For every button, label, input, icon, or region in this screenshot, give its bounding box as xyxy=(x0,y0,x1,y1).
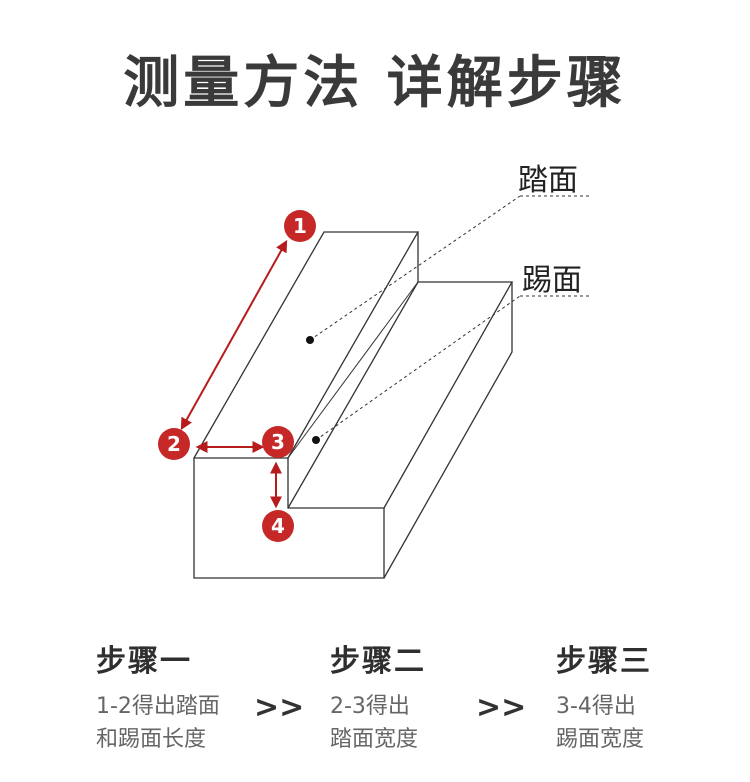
tread-label: 踏面 xyxy=(518,163,578,198)
step-three-desc-line1: 3-4得出 xyxy=(556,694,636,719)
page-title: 测量方法 详解步骤 xyxy=(123,51,627,116)
separator-1: >> xyxy=(254,690,305,725)
step-three-desc-line2: 踢面宽度 xyxy=(556,727,645,752)
step-one-title: 步骤一 xyxy=(96,644,192,679)
step-one-desc-line2: 和踢面长度 xyxy=(96,727,207,752)
marker-3: 3 xyxy=(262,426,294,458)
step-two-title: 步骤二 xyxy=(330,644,426,679)
riser-point xyxy=(312,436,320,444)
riser-label: 踢面 xyxy=(522,263,582,298)
marker-1: 1 xyxy=(284,210,316,242)
marker-2: 2 xyxy=(158,428,190,460)
callouts: 踏面 踢面 xyxy=(306,163,590,444)
tread-point xyxy=(306,336,314,344)
marker-4: 4 xyxy=(262,510,294,542)
marker-1-label: 1 xyxy=(293,214,307,238)
arrow-1-2 xyxy=(180,239,288,431)
step-two-desc-line2: 踏面宽度 xyxy=(330,727,419,752)
step-two: 步骤二 2-3得出 踏面宽度 xyxy=(330,640,426,756)
marker-3-label: 3 xyxy=(271,430,285,454)
lower-side-face xyxy=(383,282,513,579)
stair-outline xyxy=(193,231,514,579)
marker-2-label: 2 xyxy=(167,432,181,456)
step-one: 步骤一 1-2得出踏面 和踢面长度 xyxy=(96,640,220,756)
lower-tread-face xyxy=(287,281,514,509)
step-two-desc-line1: 2-3得出 xyxy=(330,694,410,719)
step-three: 步骤三 3-4得出 踢面宽度 xyxy=(556,640,652,756)
separator-2: >> xyxy=(476,690,527,725)
tread-leader-line xyxy=(309,195,521,341)
measure-arrows xyxy=(180,239,288,509)
marker-4-label: 4 xyxy=(271,514,285,538)
step-three-title: 步骤三 xyxy=(556,644,652,679)
riser-inner-edge xyxy=(287,281,419,459)
riser-leader-line xyxy=(315,295,521,441)
step-one-desc-line1: 1-2得出踏面 xyxy=(96,694,220,719)
